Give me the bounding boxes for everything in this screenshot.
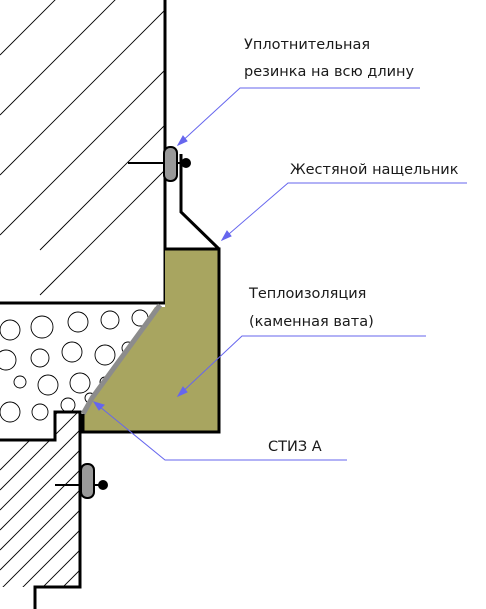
upper-seal-fastener [128, 146, 191, 182]
insulation-label-line1: Теплоизоляция [249, 286, 367, 302]
tin-flashing [179, 154, 221, 251]
flashing-label: Жестяной нащельник [290, 162, 459, 178]
lower-wall-block [0, 410, 82, 609]
insulation-block [83, 249, 219, 432]
window-frame [0, 0, 167, 305]
insulation-label-line2: (каменная вата) [249, 314, 374, 330]
tape-label: СТИЗ А [268, 439, 322, 455]
insulation-outline [81, 247, 221, 434]
lower-seal-fastener [55, 463, 108, 499]
stiz-tape-strip [80, 303, 163, 416]
leader-lines [92, 87, 467, 461]
seal-label-line1: Уплотнительная [244, 37, 371, 53]
seal-label-line2: резинка на всю длину [244, 64, 415, 80]
